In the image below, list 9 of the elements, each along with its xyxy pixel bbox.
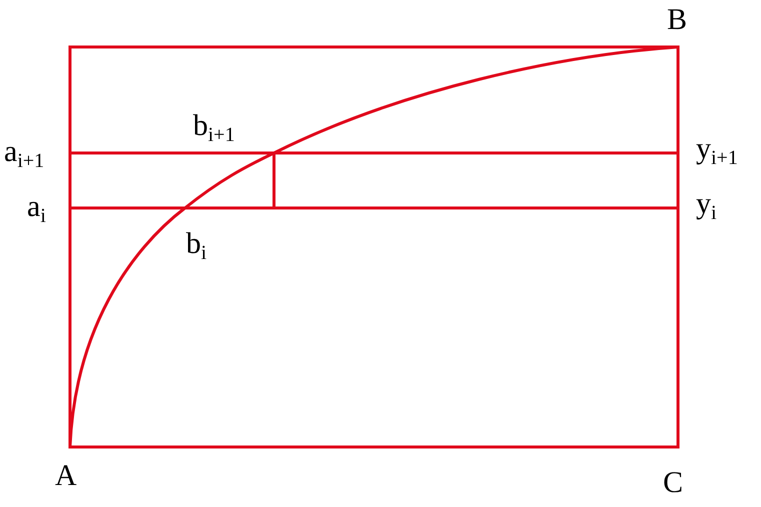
point-label: y$_{i}$: [696, 188, 717, 220]
point-label: y$_{i+1}$: [696, 133, 738, 165]
point-label: A: [55, 460, 77, 492]
point-label: C: [663, 467, 684, 499]
point-label: a$_{i}$: [27, 191, 46, 223]
point-label: b$_{i}$: [186, 228, 207, 260]
point-label: B: [667, 4, 688, 36]
point-label: b$_{i+1}$: [193, 110, 235, 142]
point-label: a$_{i+1}$: [4, 136, 44, 168]
